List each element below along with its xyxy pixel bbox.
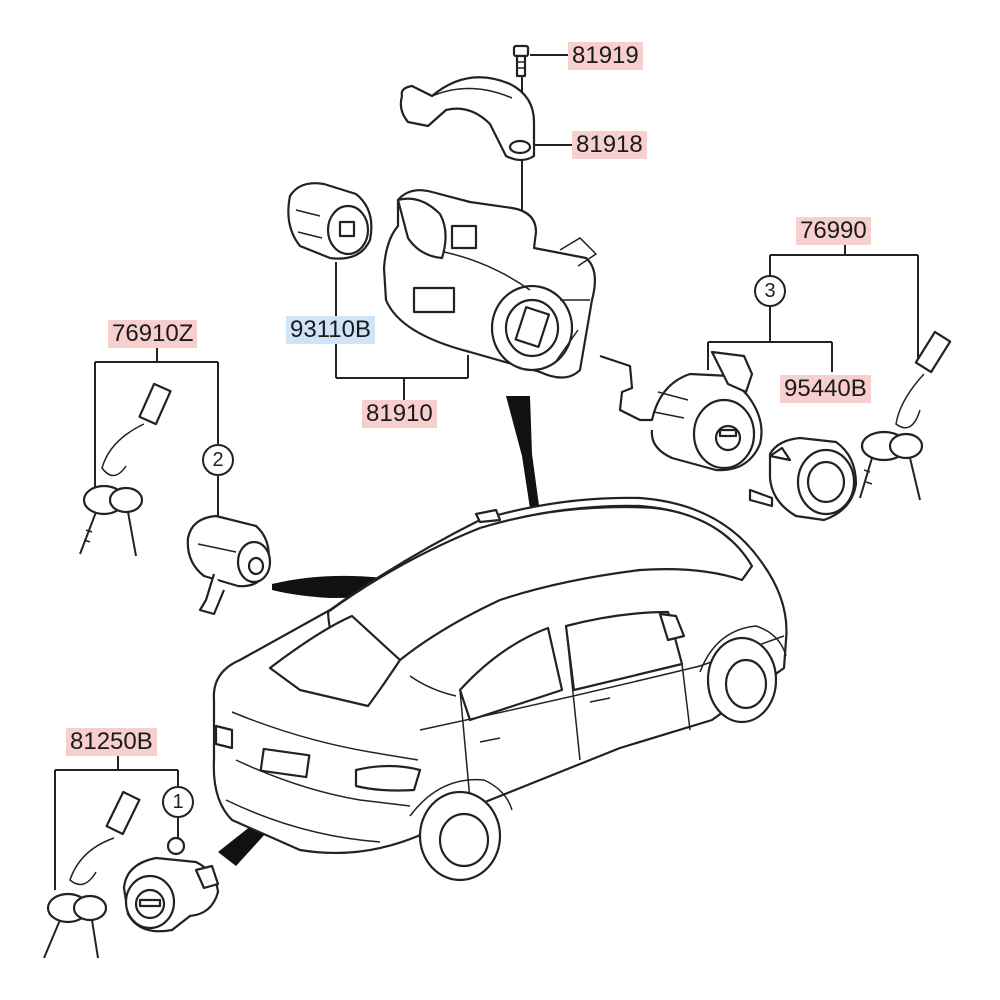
part-label-76990[interactable]: 76990 [796, 217, 871, 245]
bolt-81919-drawing [512, 44, 530, 78]
lock-body-81910-drawing [382, 189, 598, 379]
key-set-81250B-drawing [43, 790, 141, 959]
trunk-lock-81250B-drawing [122, 836, 220, 933]
cylinder-93110B-drawing [287, 182, 373, 260]
callout-2: 2 [202, 444, 234, 476]
part-label-93110B[interactable]: 93110B [286, 316, 375, 344]
trim-ring-95440B-drawing [748, 436, 858, 522]
door-cylinder-76910Z-drawing [186, 514, 272, 616]
bracket-81918-drawing [399, 76, 536, 162]
part-label-81918[interactable]: 81918 [572, 131, 647, 159]
key-set-76990-drawing [859, 330, 952, 501]
arrow-to-steering [506, 396, 558, 600]
door-lock-76990-drawing [599, 350, 763, 472]
part-label-81919[interactable]: 81919 [568, 42, 643, 70]
key-set-76910Z-drawing [79, 382, 172, 557]
part-label-76910Z[interactable]: 76910Z [108, 320, 198, 348]
leader-lines [54, 54, 919, 890]
part-label-81910[interactable]: 81910 [362, 400, 437, 428]
callout-3: 3 [754, 275, 786, 307]
car-outline [212, 496, 788, 882]
part-label-95440B[interactable]: 95440B [780, 375, 871, 403]
callout-1: 1 [162, 786, 194, 818]
part-label-81250B[interactable]: 81250B [66, 728, 157, 756]
